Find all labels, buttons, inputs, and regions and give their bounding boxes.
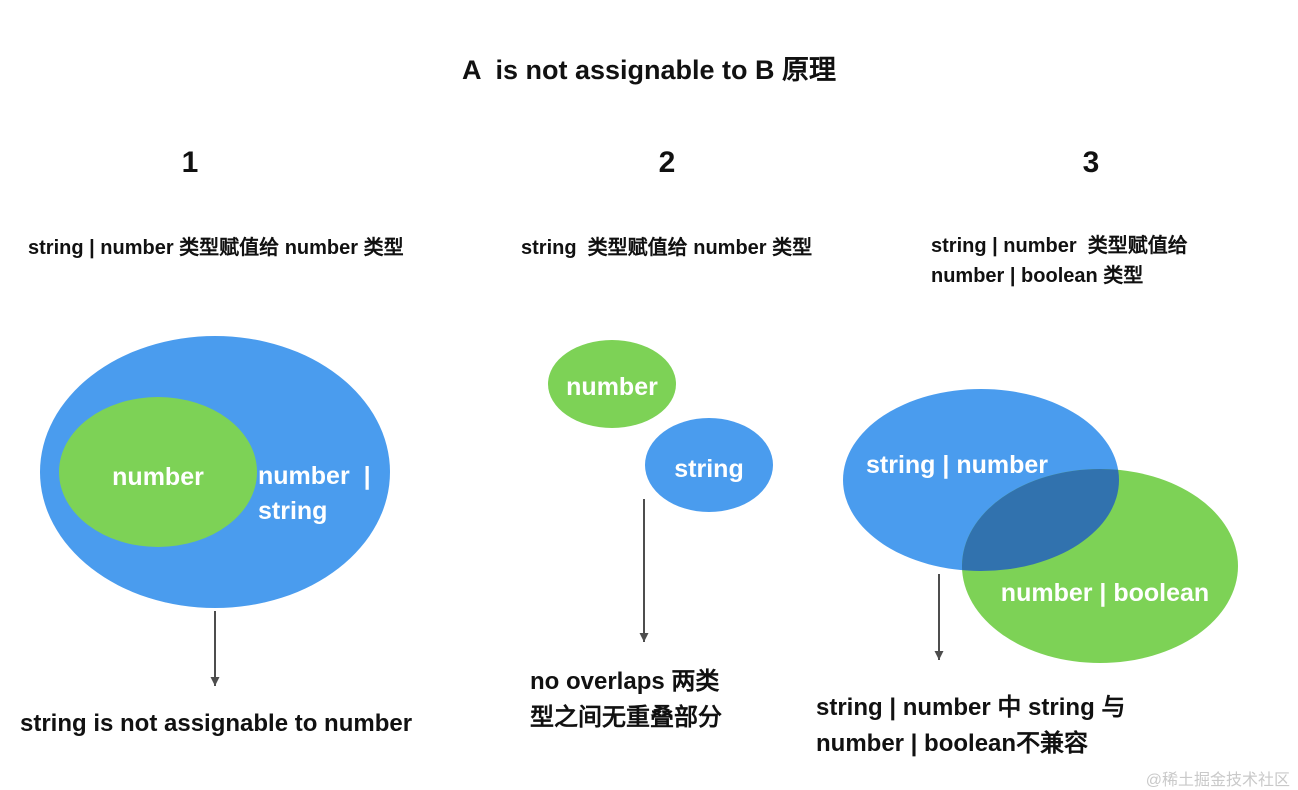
watermark: @稀土掘金技术社区 xyxy=(1145,772,1290,789)
section-2-description: string 类型赋值给 number 类型 xyxy=(521,237,813,259)
section-3-green-set-label: number | boolean xyxy=(1000,579,1210,607)
section-1-inner-set-label: number xyxy=(112,463,204,491)
section-2-blue-set-label: string xyxy=(674,455,744,483)
section-3-number: 3 xyxy=(1082,146,1100,179)
section-1-description: string | number 类型赋值给 number 类型 xyxy=(28,237,404,259)
section-2-green-ellipse-number xyxy=(548,340,676,428)
section-2-blue-ellipse-string xyxy=(645,418,773,512)
section-3-blue-set-label: string | number xyxy=(866,451,1049,479)
section-1-inner-ellipse-number xyxy=(59,397,257,547)
section-3-conclusion: string | number 中 string 与 number | bool… xyxy=(816,694,1126,757)
section-3-description: string | number 类型赋值给 number | boolean 类… xyxy=(931,235,1188,287)
section-1-conclusion: string is not assignable to number xyxy=(20,710,413,737)
page-title: A is not assignable to B 原理 xyxy=(461,55,837,85)
section-1-outer-set-label: number | string xyxy=(258,462,371,525)
section-2-green-set-label: number xyxy=(566,373,658,401)
section-2-number: 2 xyxy=(658,146,676,179)
section-1-number: 1 xyxy=(181,146,199,179)
section-2-conclusion: no overlaps 两类 型之间无重叠部分 xyxy=(530,668,722,731)
